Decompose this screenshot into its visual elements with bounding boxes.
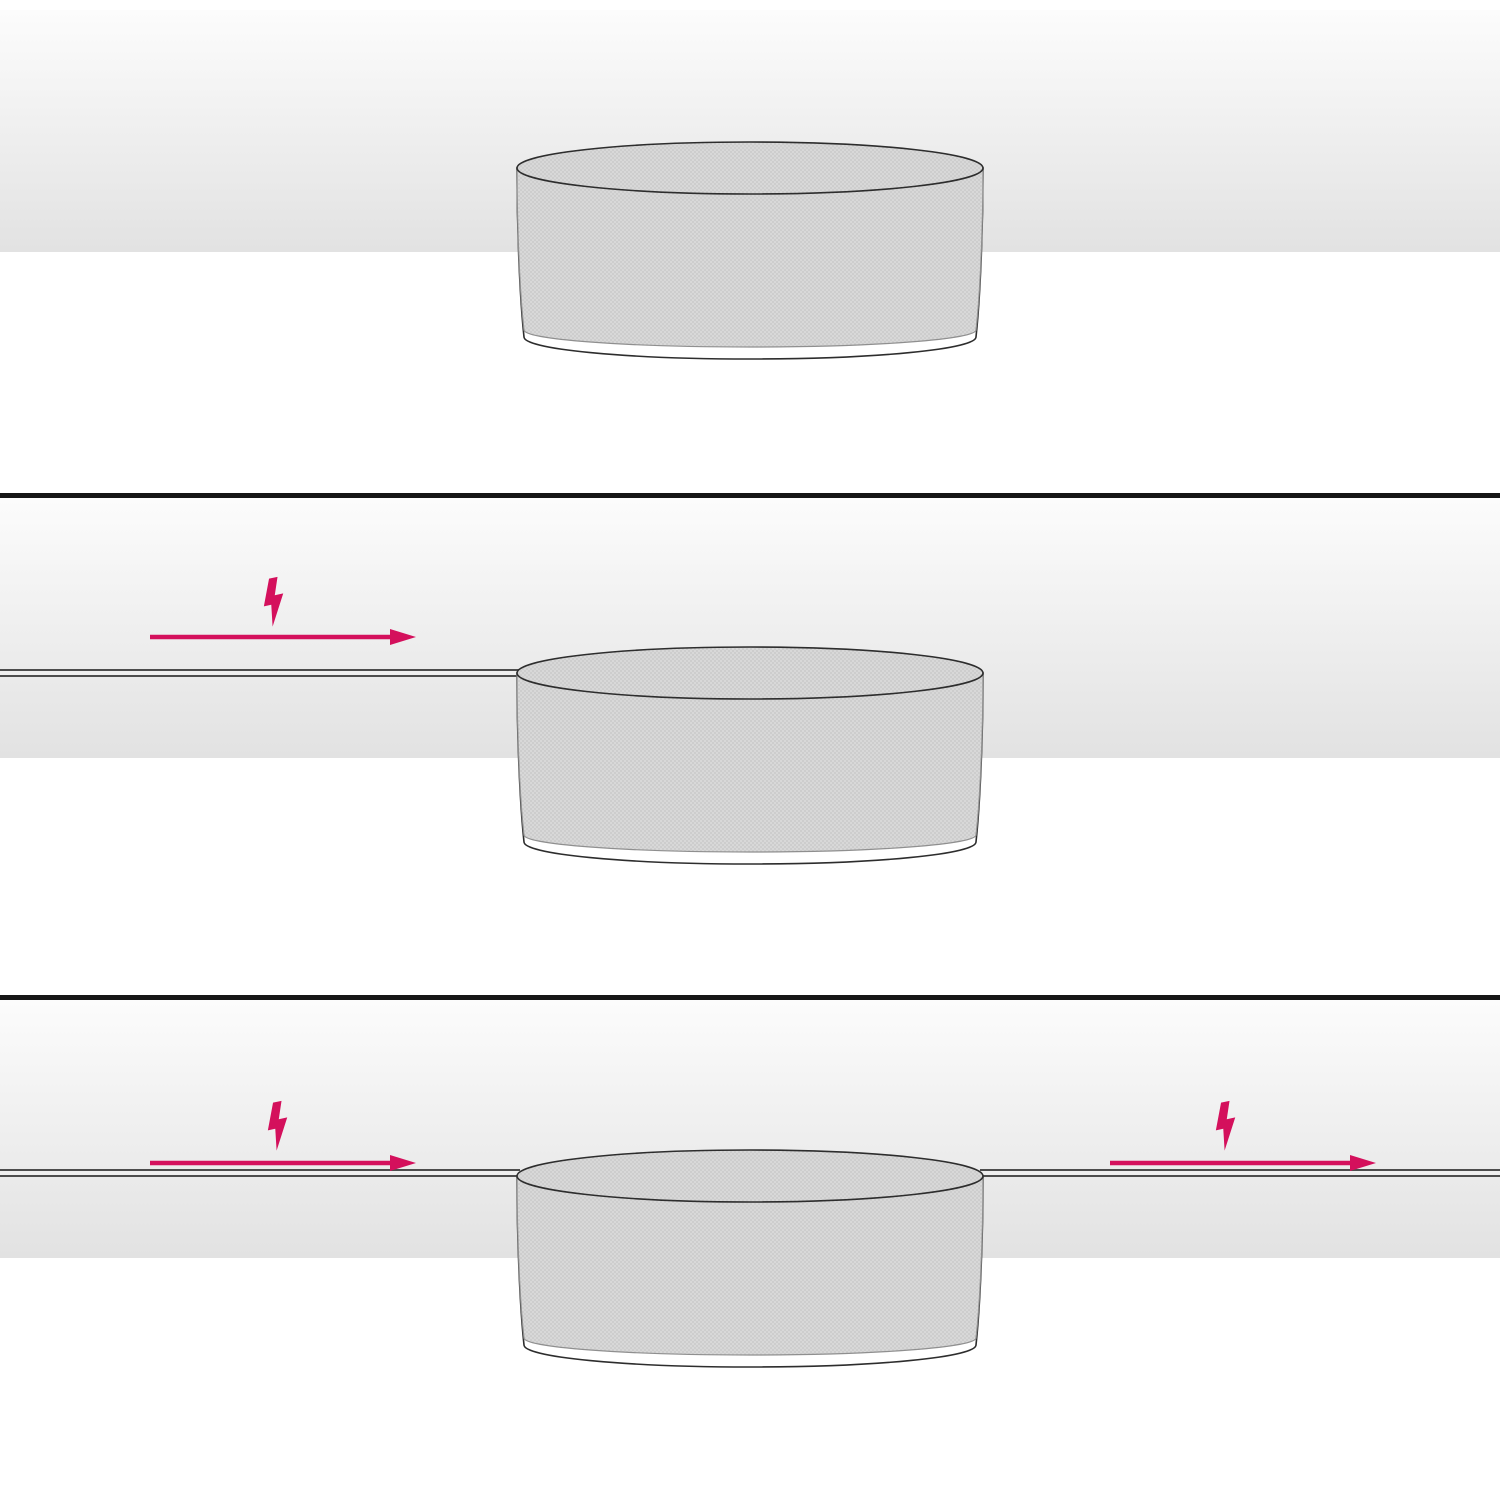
power-cable-left xyxy=(0,669,520,677)
power-cable-left xyxy=(0,1169,520,1177)
current-flow-arrow-left xyxy=(148,1152,418,1174)
power-cable-right xyxy=(980,1169,1500,1177)
section-divider xyxy=(0,995,1500,1000)
drum-lampshade xyxy=(515,1148,985,1376)
current-flow-arrow-right xyxy=(1108,1152,1378,1174)
section-divider xyxy=(0,493,1500,498)
